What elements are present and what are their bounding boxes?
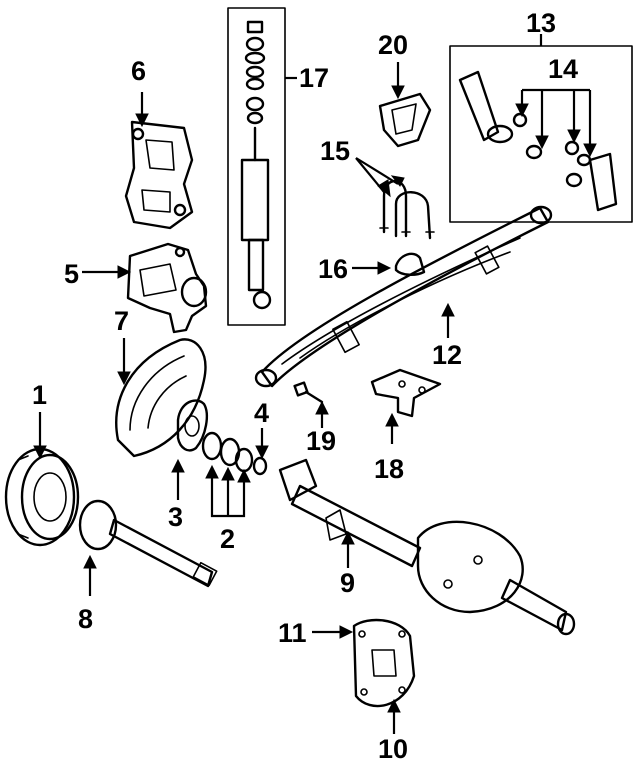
callout-5: 5 bbox=[64, 259, 79, 289]
caliper-bracket[interactable] bbox=[124, 120, 194, 230]
callout-12: 12 bbox=[432, 340, 462, 370]
retainer-plate[interactable] bbox=[176, 399, 208, 452]
leaf-spring[interactable] bbox=[254, 205, 553, 388]
splash-shield[interactable] bbox=[115, 338, 207, 458]
callout-13: 13 bbox=[526, 8, 556, 38]
callout-8: 8 bbox=[78, 604, 93, 634]
spring-bolt[interactable] bbox=[293, 381, 324, 404]
leader-15b bbox=[355, 157, 399, 185]
shock-absorber[interactable] bbox=[227, 7, 286, 326]
callout-20: 20 bbox=[378, 30, 408, 60]
callout-11: 11 bbox=[278, 618, 307, 648]
callout-4: 4 bbox=[254, 398, 269, 428]
callout-18: 18 bbox=[374, 454, 404, 484]
differential-cover[interactable] bbox=[352, 618, 416, 708]
axle-housing[interactable] bbox=[278, 458, 576, 636]
callout-14: 14 bbox=[548, 54, 578, 84]
callout-1: 1 bbox=[32, 380, 47, 410]
axle-seal[interactable] bbox=[252, 456, 268, 476]
callout-3: 3 bbox=[168, 502, 183, 532]
callout-7: 7 bbox=[114, 306, 129, 336]
axle-bumper[interactable] bbox=[378, 92, 432, 148]
callout-10: 10 bbox=[378, 734, 408, 764]
callout-17: 17 bbox=[299, 63, 329, 93]
brake-rotor[interactable] bbox=[4, 447, 80, 547]
caliper[interactable] bbox=[126, 242, 208, 334]
callout-9: 9 bbox=[340, 568, 355, 598]
axle-bearings[interactable] bbox=[201, 431, 254, 473]
spring-shackle[interactable] bbox=[458, 70, 618, 212]
spring-spacer[interactable] bbox=[394, 252, 426, 276]
callout-15: 15 bbox=[320, 136, 350, 166]
callout-6: 6 bbox=[131, 56, 146, 86]
spring-plate[interactable] bbox=[370, 368, 442, 418]
callout-2: 2 bbox=[220, 524, 235, 554]
callout-16: 16 bbox=[318, 254, 348, 284]
callout-19: 19 bbox=[306, 426, 336, 456]
axle-shaft[interactable] bbox=[78, 499, 218, 588]
